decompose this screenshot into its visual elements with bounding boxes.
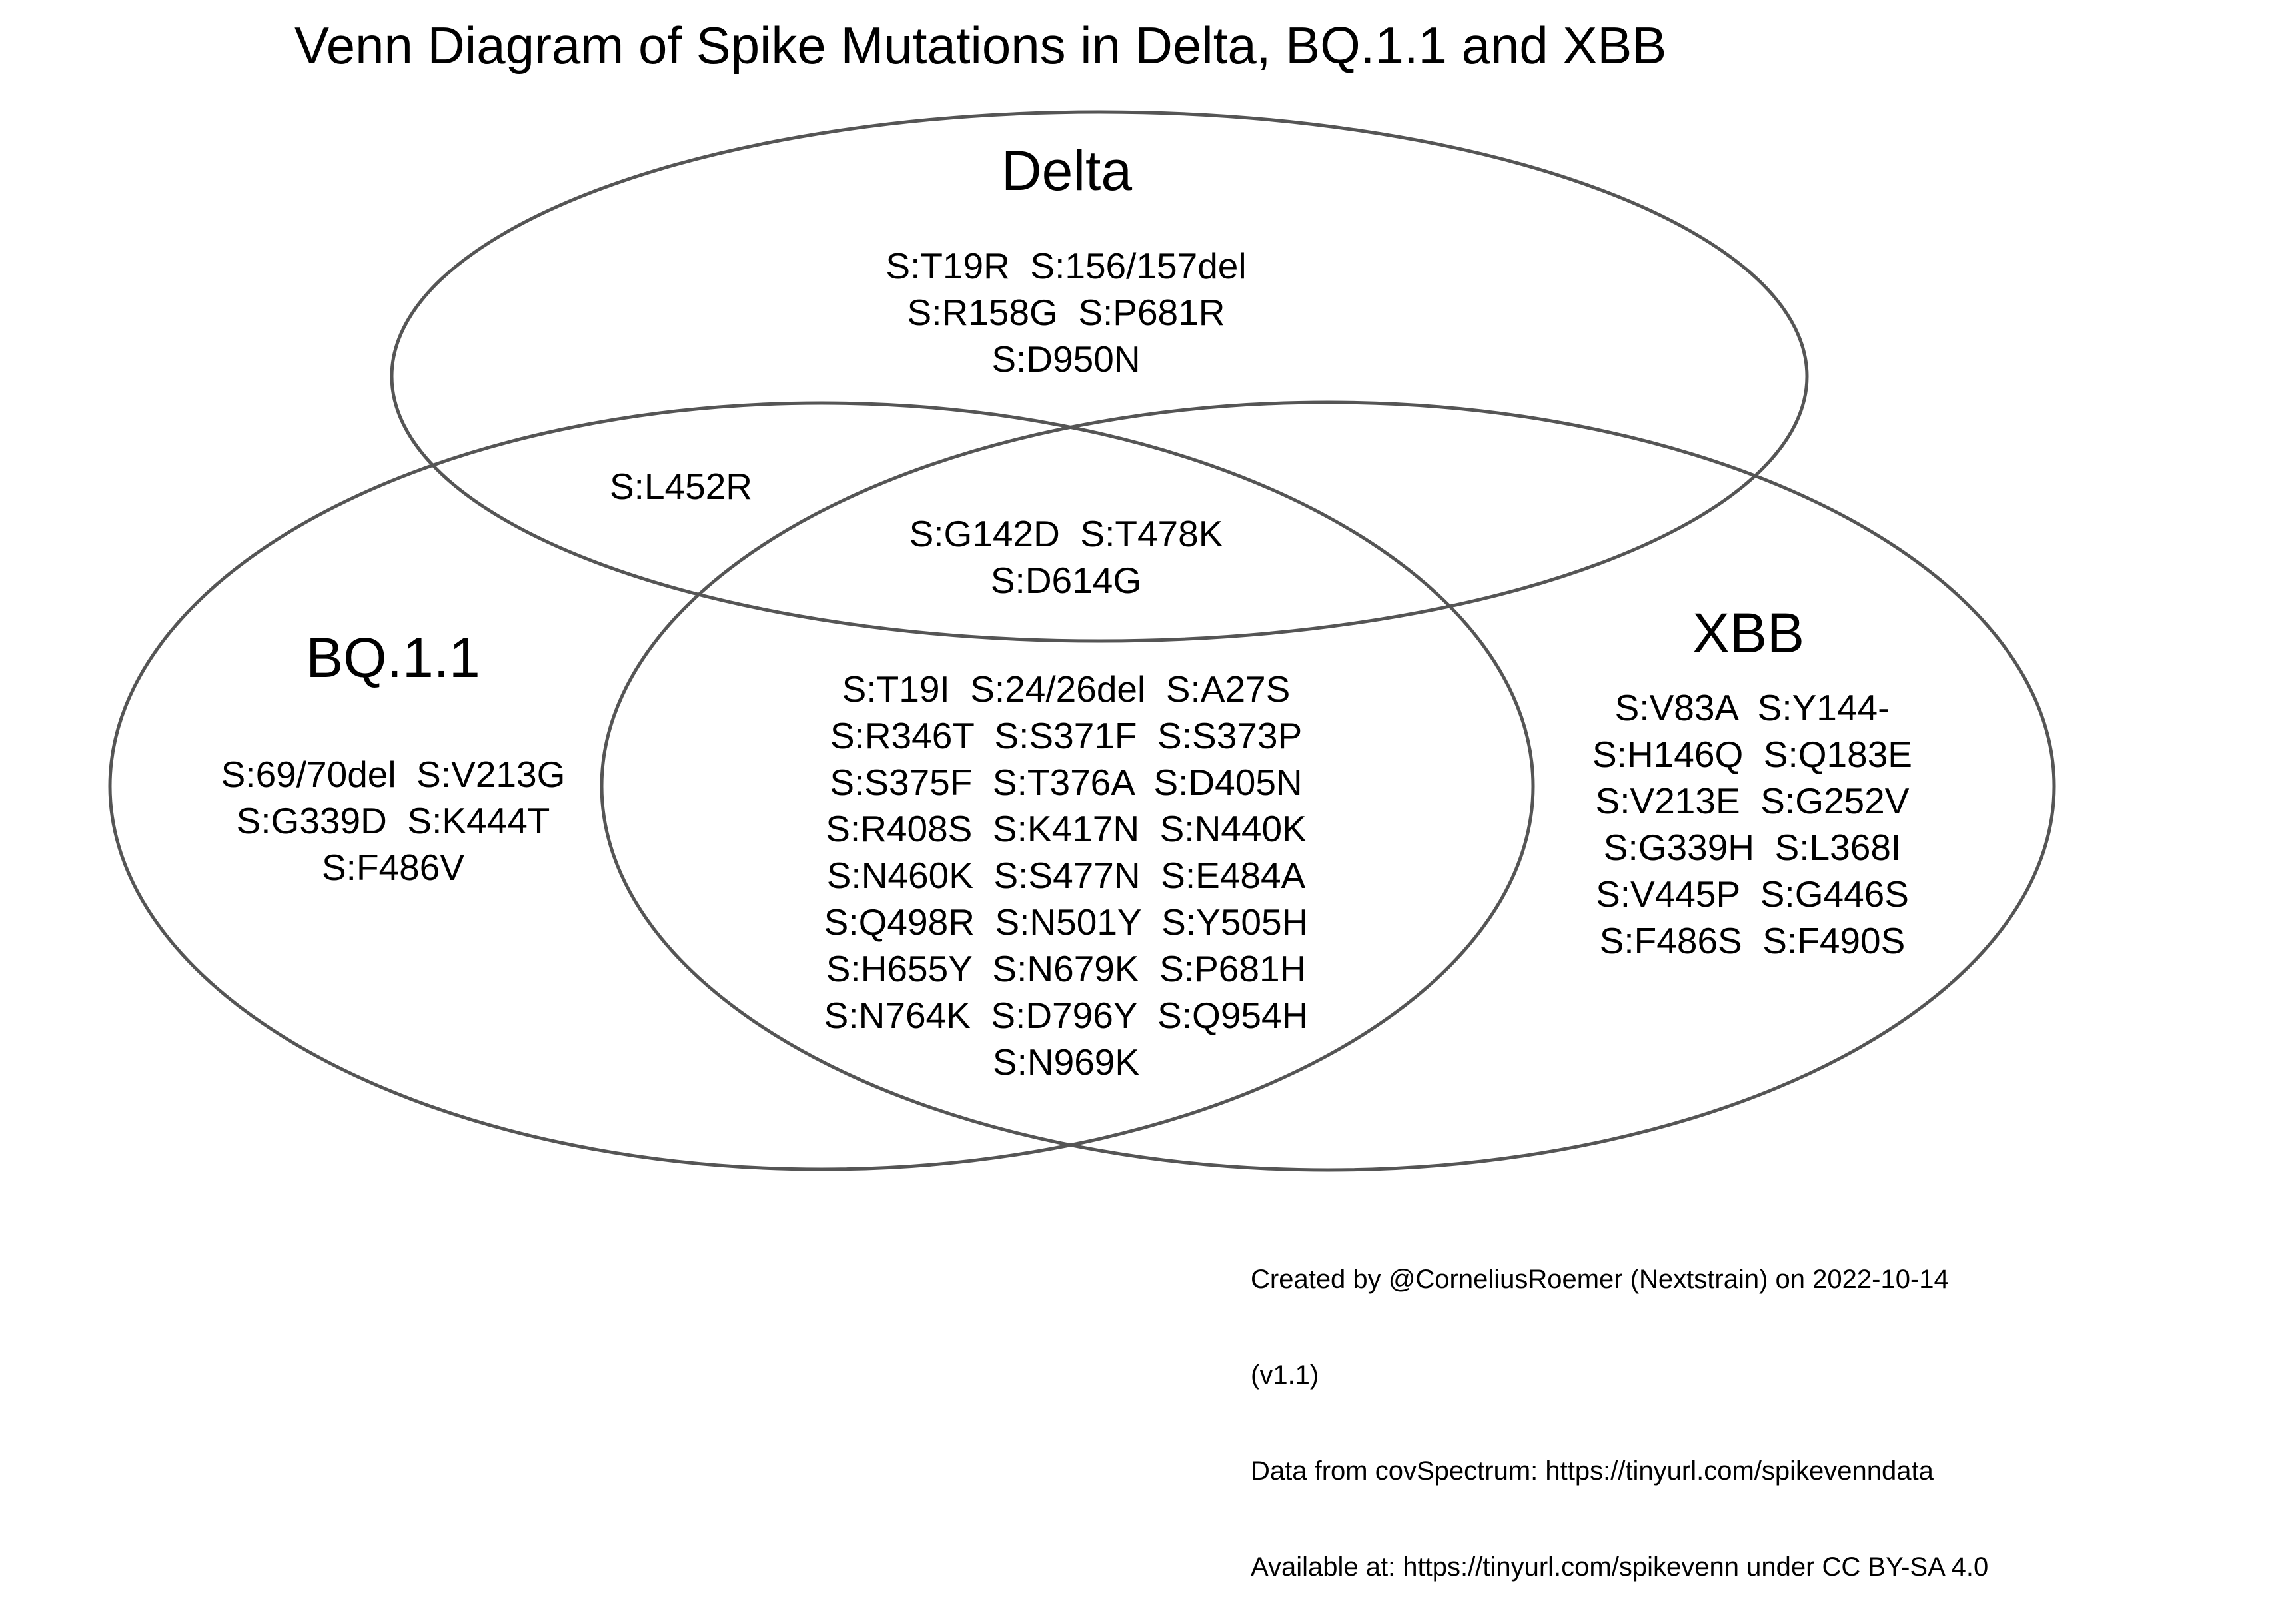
bq-label: BQ.1.1 [306,626,480,689]
mutation-line: S:T19R S:156/157del [885,245,1247,286]
mutation-line: S:G142D S:T478K [909,513,1223,554]
mutation-line: S:N764K S:D796Y S:Q954H [824,995,1309,1036]
delta-label: Delta [1001,139,1133,202]
mutation-line: S:F486S S:F490S [1599,920,1906,961]
mutation-line: S:H146Q S:Q183E [1592,734,1912,775]
mutation-line: S:R158G S:P681R [907,292,1225,333]
region-delta-bq: S:L452R [610,463,752,510]
xbb-ellipse [600,400,2056,1172]
credits: Created by @CorneliusRoemer (Nextstrain)… [1251,1199,1988,1615]
mutation-line: S:V213E S:G252V [1595,780,1910,821]
mutation-line: S:R408S S:K417N S:N440K [826,808,1307,849]
mutation-line: S:H655Y S:N679K S:P681H [826,948,1307,989]
diagram-title: Venn Diagram of Spike Mutations in Delta… [294,16,1667,75]
credits-line: Available at: https://tinyurl.com/spikev… [1251,1552,1989,1582]
mutation-line: S:T19I S:24/26del S:A27S [842,668,1291,710]
mutation-line: S:V83A S:Y144- [1614,687,1890,728]
xbb-label: XBB [1692,602,1805,664]
mutation-line: S:D950N [991,338,1141,380]
venn-diagram [108,110,2056,1172]
mutation-line: S:G339D S:K444T [236,800,550,841]
mutation-line: S:F486V [321,847,465,888]
region-bq-only: S:69/70del S:V213G S:G339D S:K444T S:F486V [221,751,566,891]
mutation-line: S:L452R [609,466,753,507]
mutation-line: S:G339H S:L368I [1603,827,1902,868]
credits-line: (v1.1) [1251,1360,1319,1390]
mutation-line: S:S375F S:T376A S:D405N [830,762,1303,803]
bq-ellipse [108,401,1535,1171]
mutation-line: S:V445P S:G446S [1596,873,1909,915]
region-bq-xbb: S:T19I S:24/26del S:A27S S:R346T S:S371F … [824,666,1309,1085]
region-xbb-only: S:V83A S:Y144- S:H146Q S:Q183E S:V213E S:G… [1592,684,1912,964]
region-all-three: S:G142D S:T478K S:D614G [909,510,1223,604]
credits-line: Data from covSpectrum: https://tinyurl.c… [1251,1456,1934,1486]
mutation-line: S:Q498R S:N501Y S:Y505H [824,901,1309,943]
mutation-line: S:N969K [992,1041,1140,1083]
credits-line: Created by @CorneliusRoemer (Nextstrain)… [1251,1265,1949,1294]
mutation-line: S:N460K S:S477N S:E484A [826,855,1306,896]
mutation-line: S:69/70del S:V213G [221,754,566,795]
mutation-line: S:R346T S:S371F S:S373P [830,715,1303,756]
delta-ellipse [390,110,1809,643]
mutation-line: S:D614G [990,560,1142,601]
